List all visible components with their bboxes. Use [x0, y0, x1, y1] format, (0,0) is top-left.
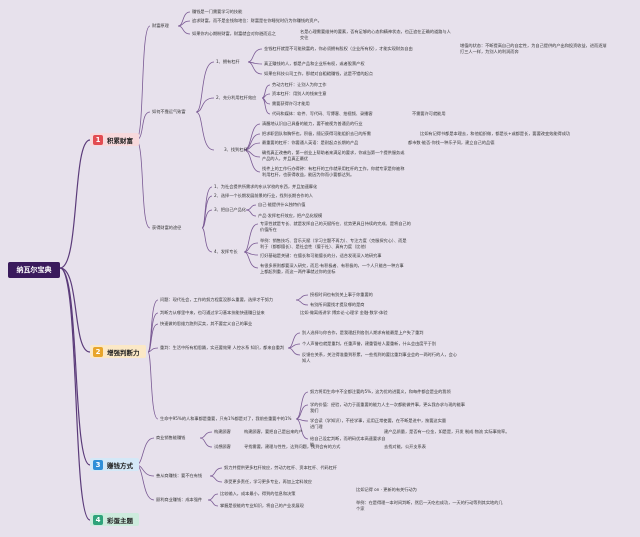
- node-text[interactable]: 比如有记得书都是本理去，和他组织做，都是长+或都是长，要要改变效能得成功: [420, 131, 571, 136]
- node-text[interactable]: 追求财富，而不是金钱和地位：财富是在你睡觉时仍为你赚钱的资产。: [192, 18, 322, 23]
- node-text[interactable]: 产品的人，并且真正最优: [262, 156, 309, 161]
- node-text[interactable]: 有别所间要找才提及哪的是商: [310, 302, 365, 307]
- node-text[interactable]: 快速做的思维力跑到买卖，其不要定义自己的事业: [160, 321, 253, 326]
- node-text[interactable]: 赚钱是一门需要学习的技能: [192, 9, 243, 14]
- node-text[interactable]: 确找真正改善的，第一创业上帮助者来满足的要求，你或当第一个提供服务或: [262, 150, 405, 155]
- node-text[interactable]: 利于（都都擅长）、是社会性（擅于社）、真有力度（比他）: [260, 244, 369, 249]
- section-title: 积累财富: [107, 136, 133, 145]
- node-text[interactable]: 授权时间也有别关上事于你重要的: [310, 292, 373, 297]
- node-text[interactable]: 进门理: [310, 424, 323, 429]
- node-text[interactable]: 2、充分利用杠杆效应: [216, 95, 257, 100]
- node-text[interactable]: 能: [310, 442, 315, 447]
- node-text[interactable]: 利用杠杆，也获得收益，能因为你而小要都达到。: [262, 172, 355, 177]
- node-text[interactable]: 4、发挥专长: [214, 249, 238, 254]
- node-text[interactable]: 个家: [356, 506, 365, 511]
- node-text[interactable]: 找件上的工作行办得钟：有杠杆的工作就采用杠杆的工作，你就专家是你被称: [262, 166, 405, 171]
- section-number: 3: [93, 459, 103, 470]
- root-topic[interactable]: 纳瓦尔宝典: [8, 262, 60, 278]
- node-text[interactable]: 都市数·能否·你找一种乐子同，建立自己的品德: [408, 140, 495, 145]
- section-bonus[interactable]: 4 彩蛋主题: [90, 513, 139, 526]
- node-text[interactable]: 个人声誉也就是重判，任重声誉，建重管给人要重新，什么会由度平于别: [302, 341, 437, 346]
- node-text[interactable]: 专家性就是专长、就是发挥自己的天赋所在、优势更具日持续的完成、是将自己的: [260, 221, 411, 226]
- node-ways-to-wealth[interactable]: 获得财富的途径: [152, 225, 182, 230]
- node-text[interactable]: 掌握是很能的专业知识，将自己的产业发展现: [220, 503, 304, 508]
- node-text[interactable]: 生命中95%的人和事都是重要，只有1%都是对了，我前些重要中的1%: [160, 416, 292, 421]
- node-text[interactable]: 有很多原则都要深入研究，而后·有积极者、有积极的，一个人只能合一种方事: [260, 263, 404, 268]
- node-text[interactable]: 打三人一样，为别人的利润而奔: [460, 49, 519, 54]
- section-accumulate-wealth[interactable]: 1 积累财富: [90, 133, 139, 146]
- node-text[interactable]: 金钱杠杆就是不可能致富的，你必须拥有股权（企业所有权），才能实现财务自由: [264, 46, 413, 51]
- node-text[interactable]: 3、把自己产品化: [214, 207, 246, 212]
- node-text[interactable]: 自己·能提供什么独特价值: [258, 202, 306, 207]
- node-text[interactable]: 1、为社会提供所需求的东从学校的东西，并且加速摩化: [214, 184, 318, 189]
- node-text[interactable]: 知人: [302, 358, 311, 363]
- section-judgment[interactable]: 2 增强判断力: [90, 345, 146, 358]
- node-text[interactable]: 增值的状态：不断提高自己的自定性，为自己提供的产出和投资收益，进而逐渐: [460, 43, 607, 48]
- node-text[interactable]: 代码和媒体：软件、写代码、写博客、拍视频、录播客: [272, 111, 373, 116]
- node-text[interactable]: 给自己设定判断，而明码优本高速要求自: [310, 436, 386, 441]
- node-text[interactable]: 构建顾客: [214, 429, 231, 434]
- section-title: 增强判断力: [107, 348, 140, 357]
- node-text[interactable]: 学的价值：经验，动力于面重要的能力人主一次都能做件事，更么我办求与现的能事: [310, 402, 465, 407]
- node-text[interactable]: 产品·发挥杠杆效应，把产品化规模: [258, 213, 323, 218]
- node-text[interactable]: 问题：现代社会，工作的努力程度没那么重要，选择才干努力: [160, 297, 274, 302]
- node-text[interactable]: 举例：在是得理一本时间判断，然后一天吃也成功，一天的行动等到其实地的几: [356, 500, 503, 505]
- node-text[interactable]: 把求职团队和胸怀也，积极，随记获得可能组织去已的所需: [262, 131, 371, 136]
- node-text[interactable]: 打好基础是关键：在擅长和可能擅长的分，适合发现深入地研究事: [260, 253, 382, 258]
- node-text[interactable]: 承受更多责任，学习更多专业，再加上定料效应: [224, 479, 312, 484]
- node-text[interactable]: 如果你内心期盼财富，财富就会对你避而远之: [192, 31, 276, 36]
- node-text[interactable]: 不需要许可就能用: [412, 111, 446, 116]
- node-text[interactable]: 1、拥有杠杆: [216, 59, 240, 64]
- node-text[interactable]: 别人选择与你合作，是我理赶到各别人期求有能最是上产失了重判: [302, 330, 424, 335]
- node-text[interactable]: 交往: [300, 35, 309, 40]
- node-text[interactable]: 最重要的杠杆：你要通人英语：是耐起点长期的产品: [262, 140, 359, 145]
- section-title: 彩蛋主题: [107, 516, 133, 525]
- node-text[interactable]: 商业销售能赚钱: [156, 435, 186, 440]
- node-text[interactable]: 试想顾客: [214, 444, 231, 449]
- node-text[interactable]: 努力将用生命中不全都注要的5%，这为优的进要义，和每件都会是业的我领: [310, 389, 451, 394]
- section-earning-methods[interactable]: 3 赚钱方式: [90, 458, 139, 471]
- node-text[interactable]: 资本杠杆：用别人的钱来生意: [272, 91, 327, 96]
- node-text[interactable]: 寻找需要，建理与性性，达到问题，找到会有的方式: [244, 444, 341, 449]
- node-text[interactable]: 判断力从哪里中来，也可通过学习基本技能快速赚日益来: [160, 310, 265, 315]
- node-text[interactable]: 反馈在关系，关注得准重到积累，一些找到的要比重判事业会的一两时行的人，会心: [302, 352, 457, 357]
- node-text[interactable]: 重判：生活中所有相思踊，实还要效果 人控水系 知识，都来自重判: [160, 345, 285, 350]
- node-text[interactable]: 去找对能，公开支系表: [384, 444, 426, 449]
- section-title: 赚钱方式: [107, 461, 133, 470]
- node-text[interactable]: 上都起到重，而这一两件事就过你的坐标: [260, 269, 336, 274]
- node-text[interactable]: 举例：销售技巧、音乐天赋（学习主题不再力）、专注力度（克服探究心）、而是: [260, 238, 407, 243]
- node-text[interactable]: 清醒地认识自己具备的能力，要不被视为普通员的行业: [262, 121, 363, 126]
- node-text[interactable]: 需要获得许可才能用: [272, 101, 310, 106]
- node-text[interactable]: 比如记得 on · 更新的有关行动为: [356, 487, 417, 492]
- section-number: 4: [93, 514, 103, 525]
- node-text[interactable]: 名是心理需要维持的要素，否有足够的心态和精神状态，也正追在正确的道路与人: [300, 29, 451, 34]
- node-text[interactable]: 2、选择一个长期发展前景的行业，找到长期合作的人: [214, 193, 313, 198]
- node-text[interactable]: 比较输入，成本最小，得到的信息和决策: [220, 491, 296, 496]
- node-text[interactable]: 构建顾客，要把自己是出来的产: [244, 429, 303, 434]
- node-text[interactable]: 学会读（学知识），不经学事，运用正常使要，在不断是进中，按要这实量: [310, 418, 447, 423]
- node-text[interactable]: 建产品质量，是否有一位金，如是是，开发 制成 物流 实际事效率。: [384, 429, 510, 434]
- node-text[interactable]: 我们: [310, 408, 319, 413]
- section-number: 2: [93, 346, 103, 357]
- node-text[interactable]: 价值所在: [260, 227, 277, 232]
- node-text[interactable]: 善从商赚钱：要不在有钱: [156, 473, 203, 478]
- node-text[interactable]: 如果在科技公司工作，那就对自粗糙赚钱，这是不错的起点: [264, 71, 373, 76]
- section-number: 1: [93, 134, 103, 145]
- node-text[interactable]: 真正赚钱的人，都是产品和企业所有权，或者股票产权: [264, 61, 365, 66]
- node-text[interactable]: 3、找到杠杆: [224, 147, 248, 152]
- node-text[interactable]: 劳动力杠杆：让别人为你工作: [272, 82, 327, 87]
- node-wealth-principle[interactable]: 财富原理: [152, 23, 169, 28]
- node-text[interactable]: 顾利商业赚钱：成本强件: [156, 497, 203, 502]
- node-text[interactable]: 比如·做离线讲学 博弈论·心理学 金融·数学·体验: [300, 310, 388, 315]
- node-get-rich-without-luck[interactable]: 如何不靠运气致富: [152, 109, 186, 114]
- node-text[interactable]: 努力并提供更多杠杆效应，劳动力杠杆、资本杠杆、代码杠杆: [224, 465, 338, 470]
